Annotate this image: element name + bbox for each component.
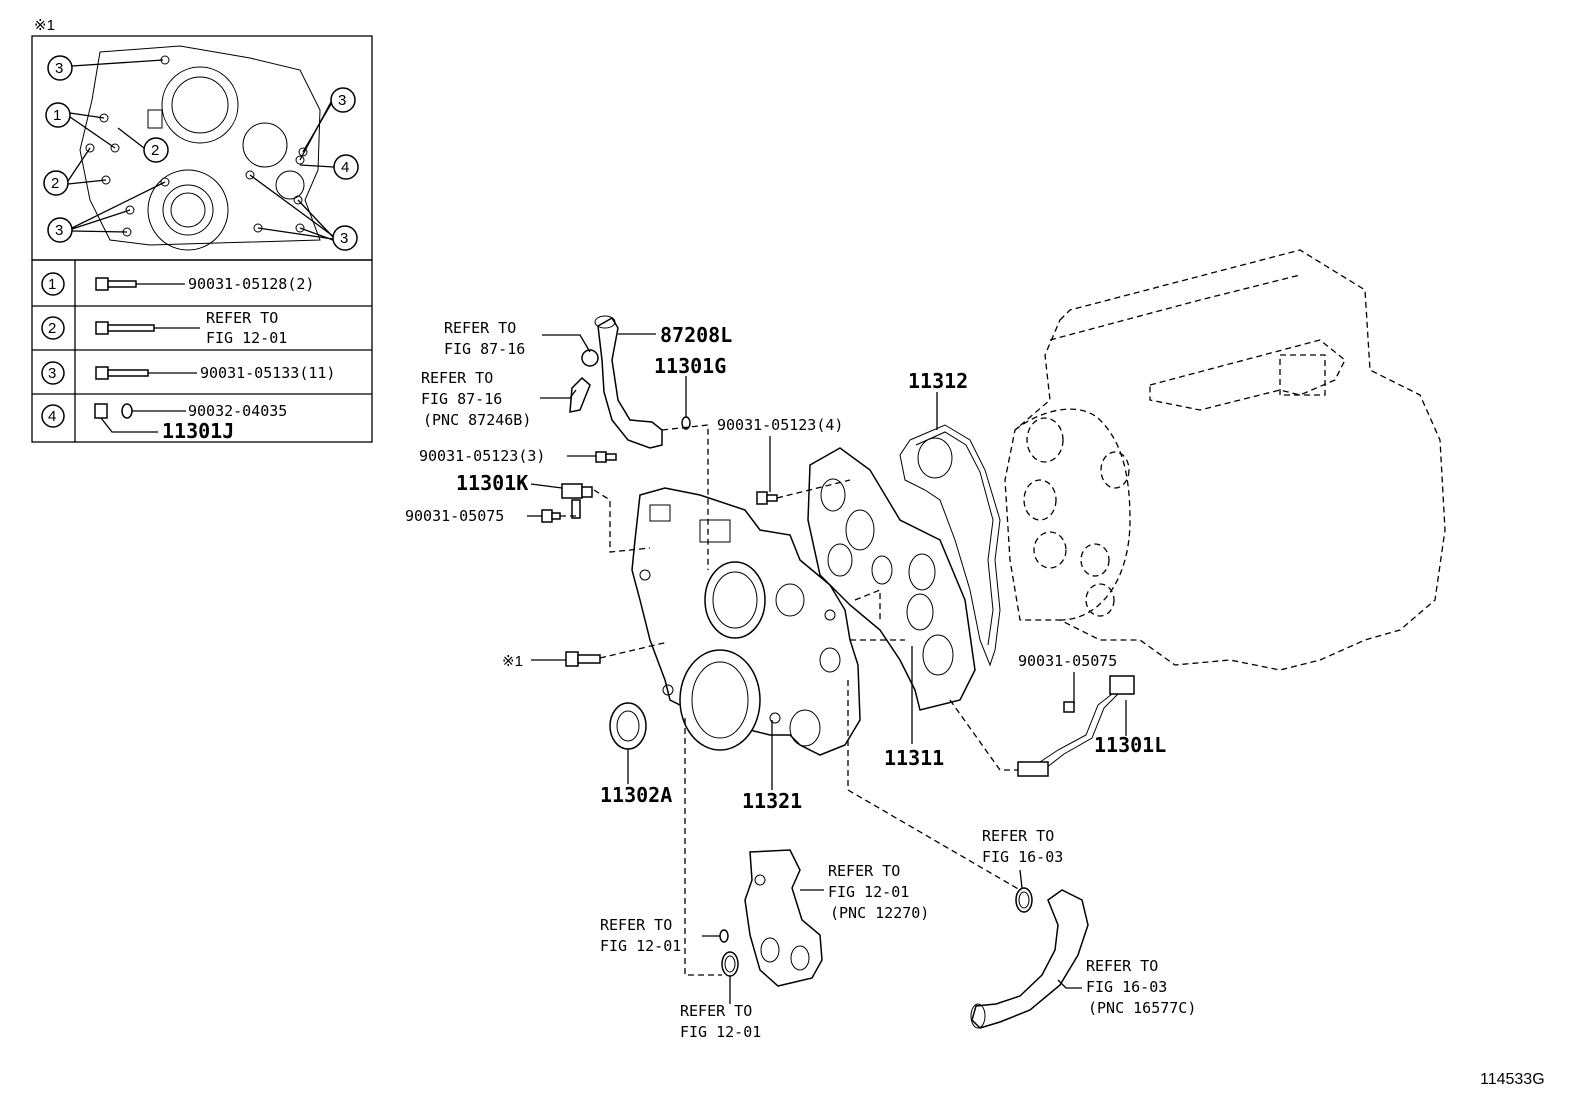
oring-16-03 bbox=[1015, 887, 1033, 913]
engine-block-phantom bbox=[1004, 249, 1446, 671]
figure-id: 114533G bbox=[1480, 1071, 1545, 1088]
refer-16-03-b-line1: REFER TO bbox=[1086, 957, 1158, 975]
refer-12-01-b-line1: REFER TO bbox=[600, 916, 672, 934]
leader-lines bbox=[527, 333, 1127, 1004]
refer-12-01-c-line1: REFER TO bbox=[680, 1002, 752, 1020]
refer-87-16-b-line2: FIG 87-16 bbox=[421, 390, 502, 408]
inset-callout-3-top: 3 bbox=[47, 55, 164, 81]
svg-text:4: 4 bbox=[48, 408, 56, 425]
part-11301J: 11301J bbox=[162, 419, 234, 443]
refer-12-01-c-line2: FIG 12-01 bbox=[680, 1023, 761, 1041]
label-90031-05075-a: 90031-05075 bbox=[405, 507, 504, 525]
inset-callout-1: 1 bbox=[45, 102, 116, 149]
refer-12-01-a-line2: FIG 12-01 bbox=[828, 883, 909, 901]
label-11302A: 11302A bbox=[600, 783, 672, 807]
assembly-lines bbox=[560, 424, 1021, 976]
bolt-icon bbox=[95, 277, 137, 291]
pipe-16577C bbox=[970, 889, 1089, 1029]
inset-row-2: 2 REFER TO FIG 12-01 bbox=[41, 309, 287, 347]
inset-table-frame bbox=[31, 259, 373, 443]
inset-panel: ※1 bbox=[31, 17, 373, 443]
bolt-90031-05075-a bbox=[541, 509, 561, 523]
inset-row-3: 3 90031-05133(11) bbox=[41, 361, 335, 385]
svg-text:3: 3 bbox=[55, 222, 63, 239]
inset-callout-2-left: 2 bbox=[43, 147, 107, 196]
label-11321: 11321 bbox=[742, 789, 802, 813]
label-11312: 11312 bbox=[908, 369, 968, 393]
plug-icon bbox=[94, 403, 108, 419]
bolt-90031-05123-3 bbox=[595, 451, 617, 463]
refer-87-16-a-line1: REFER TO bbox=[444, 319, 516, 337]
plate-11311 bbox=[807, 447, 976, 711]
refer-12-01-a-line3: (PNC 12270) bbox=[830, 904, 929, 922]
refer-16-03-a-line1: REFER TO bbox=[982, 827, 1054, 845]
part-90031-05133: 90031-05133(11) bbox=[200, 364, 335, 382]
oil-seal-11302A bbox=[609, 702, 647, 750]
svg-text:3: 3 bbox=[55, 60, 63, 77]
refer-87-16-b-line1: REFER TO bbox=[421, 369, 493, 387]
refer-16-03-b-line2: FIG 16-03 bbox=[1086, 978, 1167, 996]
inset-cover-sketch bbox=[79, 45, 321, 251]
sensor-11301L bbox=[1017, 675, 1135, 777]
tube-87208L bbox=[581, 315, 663, 449]
washer-icon bbox=[121, 403, 133, 419]
bolt-90031-05123-4 bbox=[756, 491, 778, 505]
inset-callout-2-mid: 2 bbox=[117, 127, 169, 163]
label-90031-05075-b: 90031-05075 bbox=[1018, 652, 1117, 670]
svg-text:3: 3 bbox=[340, 230, 348, 247]
svg-text:1: 1 bbox=[48, 276, 56, 293]
label-mark1: ※1 bbox=[502, 653, 523, 670]
oring-12-01-a bbox=[719, 929, 729, 943]
refer-16-03-a-line2: FIG 16-03 bbox=[982, 848, 1063, 866]
gasket-11312 bbox=[899, 424, 1001, 667]
bracket-12270 bbox=[744, 849, 823, 987]
hose-87246B bbox=[569, 376, 591, 413]
bolt-icon bbox=[95, 366, 149, 380]
svg-text:4: 4 bbox=[341, 159, 349, 176]
oring-12-01-b bbox=[721, 951, 739, 977]
refer-fig-12-01-line2: FIG 12-01 bbox=[206, 329, 287, 347]
svg-text:2: 2 bbox=[48, 320, 56, 337]
label-11301G: 11301G bbox=[654, 354, 726, 378]
label-11301L: 11301L bbox=[1094, 733, 1166, 757]
inset-callout-4: 4 bbox=[299, 154, 359, 180]
refer-12-01-a-line1: REFER TO bbox=[828, 862, 900, 880]
refer-fig-12-01-line1: REFER TO bbox=[206, 309, 278, 327]
timing-cover-11321 bbox=[631, 487, 861, 756]
part-90031-05128: 90031-05128(2) bbox=[188, 275, 314, 293]
inset-row-1: 1 90031-05128(2) bbox=[41, 272, 314, 296]
refer-87-16-b-line3: (PNC 87246B) bbox=[423, 411, 531, 429]
label-87208L: 87208L bbox=[660, 323, 732, 347]
refer-87-16-a-line2: FIG 87-16 bbox=[444, 340, 525, 358]
label-11311: 11311 bbox=[884, 746, 944, 770]
svg-text:3: 3 bbox=[48, 365, 56, 382]
svg-text:2: 2 bbox=[51, 175, 59, 192]
inset-callout-3-bottom-right: 3 bbox=[249, 174, 358, 251]
svg-text:1: 1 bbox=[53, 107, 61, 124]
inset-mark: ※1 bbox=[34, 17, 55, 34]
refer-16-03-b-line3: (PNC 16577C) bbox=[1088, 999, 1196, 1017]
labels: REFER TO FIG 87-16 87208L REFER TO FIG 8… bbox=[405, 319, 1545, 1088]
svg-text:2: 2 bbox=[151, 142, 159, 159]
part-90032-04035: 90032-04035 bbox=[188, 402, 287, 420]
refer-12-01-b-line2: FIG 12-01 bbox=[600, 937, 681, 955]
inset-callout-3-bottom-left: 3 bbox=[47, 181, 166, 243]
svg-text:3: 3 bbox=[338, 92, 346, 109]
inset-callout-3-top-right: 3 bbox=[299, 87, 356, 161]
inset-row-4: 4 90032-04035 11301J bbox=[41, 402, 287, 443]
bolt-mark1 bbox=[565, 651, 601, 667]
bolt-icon bbox=[95, 321, 155, 335]
sensor-11301K bbox=[561, 483, 593, 519]
label-90031-05123-3: 90031-05123(3) bbox=[419, 447, 545, 465]
label-11301K: 11301K bbox=[456, 471, 528, 495]
label-90031-05123-4: 90031-05123(4) bbox=[717, 416, 843, 434]
